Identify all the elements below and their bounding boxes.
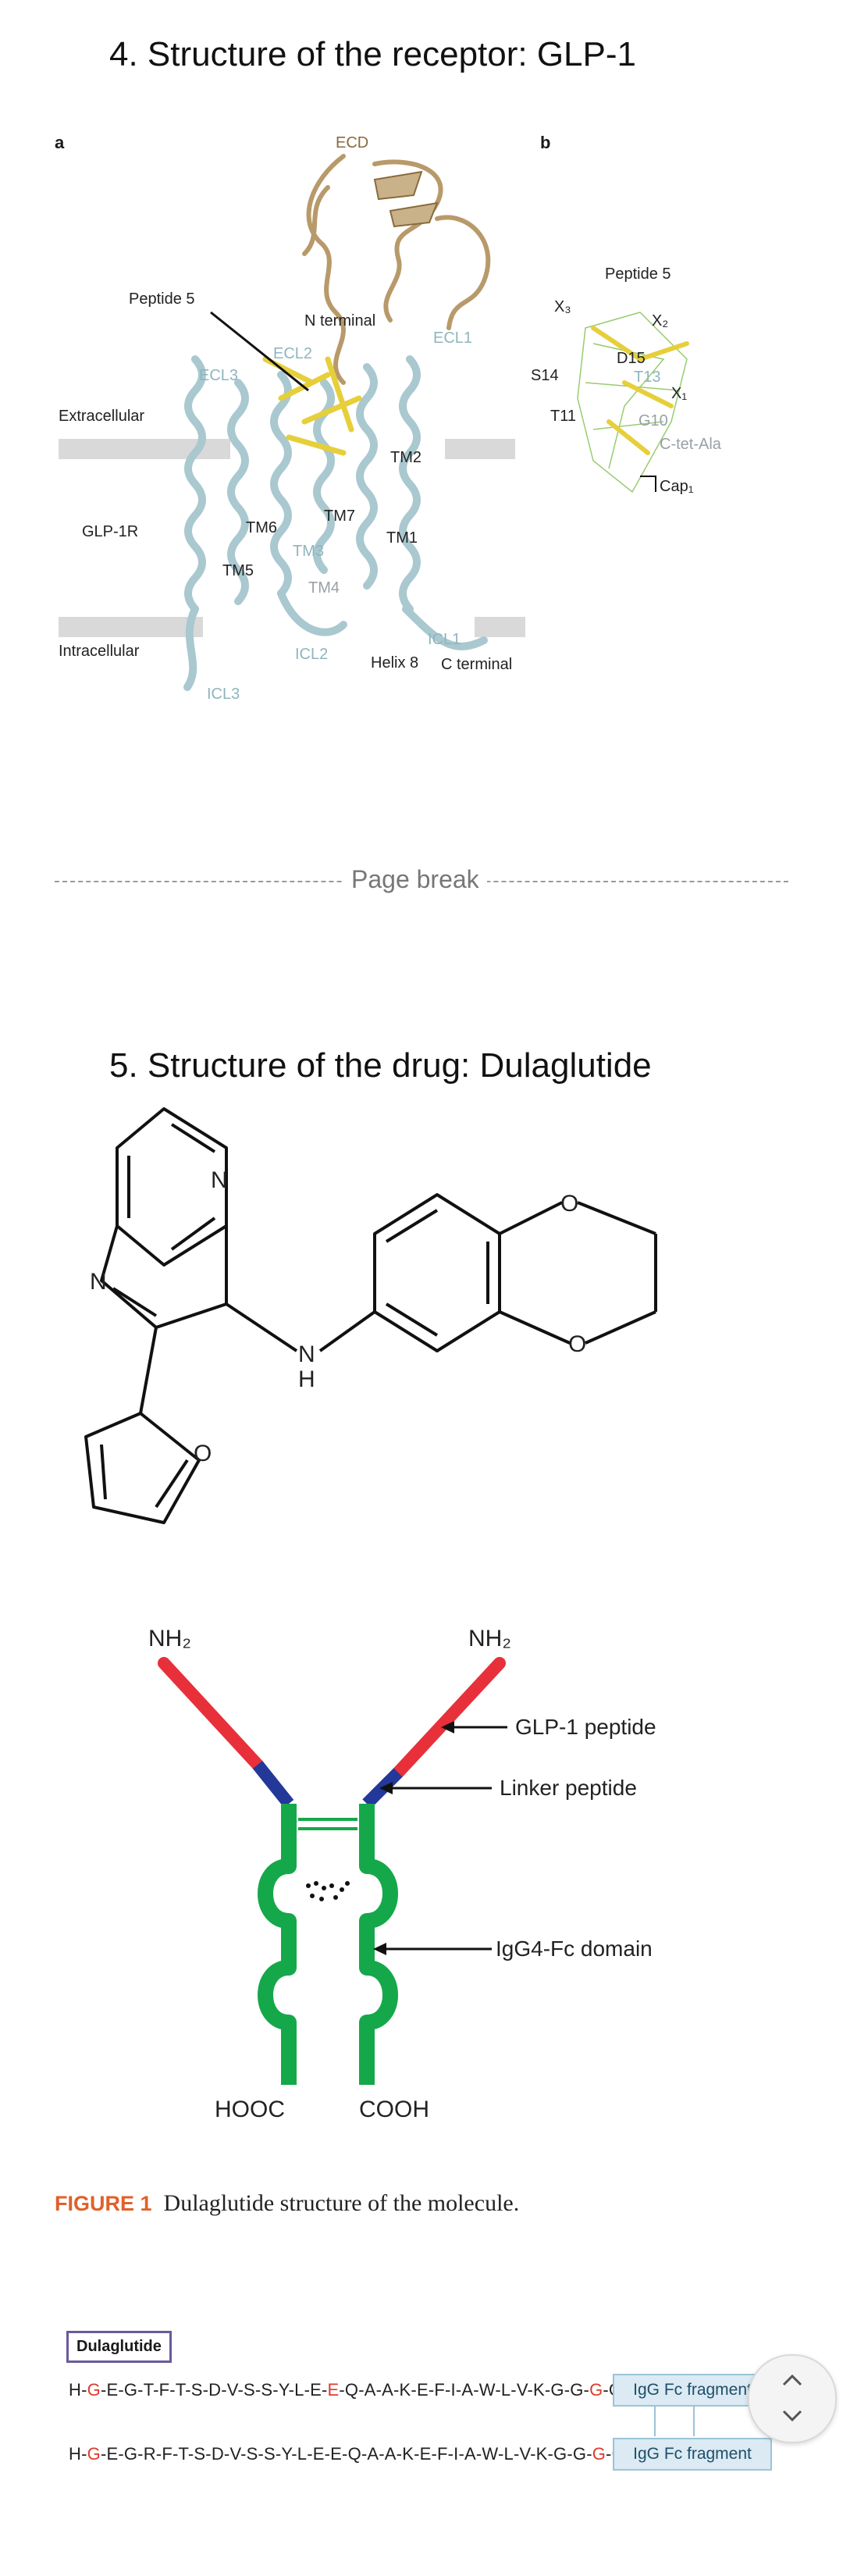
label-fc-domain: IgG4-Fc domain [496, 1936, 653, 1961]
label-b-x2: X₂ [652, 312, 669, 330]
panel-a-letter: a [55, 133, 65, 152]
label-icl1: ICL1 [428, 631, 461, 648]
dulaglutide-diagram: NH₂ NH₂ GLP-1 peptide Linker peptide IgG… [140, 1626, 734, 2155]
label-nh2-right: NH₂ [468, 1626, 511, 1651]
molecule-drawing [84, 1107, 657, 1524]
sequence-segment: G [589, 2380, 603, 2400]
scroll-up-button[interactable] [777, 2368, 808, 2392]
label-n-terminal: N terminal [304, 312, 376, 330]
label-c-terminal: C terminal [441, 656, 513, 673]
label-peptide5: Peptide 5 [129, 290, 195, 308]
atom-nh-n: N [298, 1341, 315, 1367]
label-b-s14: S14 [531, 367, 559, 384]
label-b-t11: T11 [550, 408, 576, 425]
label-extracellular: Extracellular [59, 408, 145, 425]
atom-nh-h: H [298, 1366, 315, 1392]
label-ecl3: ECL3 [199, 367, 239, 384]
label-linker-peptide: Linker peptide [500, 1776, 637, 1800]
scroll-down-button[interactable] [777, 2404, 808, 2428]
label-icl2: ICL2 [295, 646, 329, 663]
chevron-down-icon [782, 2410, 802, 2422]
disulfide-link-2 [693, 2405, 695, 2436]
label-nh2-left: NH₂ [148, 1626, 191, 1651]
label-tm6: TM6 [246, 519, 277, 536]
label-tm2: TM2 [390, 449, 422, 466]
disulfide-link-1 [654, 2405, 656, 2436]
antibody-drawing [158, 1657, 507, 2085]
label-tm5: TM5 [222, 562, 254, 579]
atom-n-bridge: N [90, 1269, 107, 1295]
label-icl3: ICL3 [207, 686, 240, 703]
sequence-segment: -E-G-T-F-T-S-D-V-S-S-Y-L-E- [100, 2380, 328, 2400]
sequence-segment: H- [69, 2444, 87, 2464]
sequence-segment: G [592, 2444, 606, 2464]
label-helix8: Helix 8 [371, 654, 419, 672]
figure-caption-text: Dulaglutide structure of the molecule. [163, 2190, 520, 2216]
sequence-label: Dulaglutide [66, 2331, 172, 2363]
label-ecl2: ECL2 [273, 345, 313, 362]
label-b-d15: D15 [617, 350, 646, 367]
molecule-structure: N N N H O O O [47, 1093, 687, 1593]
label-ecl1: ECL1 [433, 330, 473, 347]
atom-o-top: O [560, 1191, 579, 1217]
sequence-segment: G [87, 2380, 101, 2400]
atom-n-ring: N [211, 1167, 228, 1193]
label-b-g10: G10 [638, 412, 668, 429]
figure-caption: FIGURE 1 Dulaglutide structure of the mo… [55, 2190, 519, 2217]
page-break-label: Page break [343, 865, 487, 894]
label-cooh: COOH [359, 2097, 429, 2122]
label-ecd: ECD [336, 134, 369, 151]
label-glp1-peptide: GLP-1 peptide [515, 1715, 656, 1739]
section-4-title: 4. Structure of the receptor: GLP-1 [109, 35, 636, 73]
label-b-ctet: C-tet-Ala [660, 436, 721, 453]
sequence-segment: -Q-A-A-K-E-F-I-A-W-L-V-K-G-G- [339, 2380, 590, 2400]
label-b-peptide5: Peptide 5 [605, 265, 671, 283]
sequence-segment: G [87, 2444, 101, 2464]
label-b-x3: X₃ [554, 298, 571, 315]
figure-number: FIGURE 1 [55, 2192, 152, 2215]
label-intracellular: Intracellular [59, 643, 140, 660]
atom-o-bottom: O [568, 1331, 587, 1357]
label-tm3: TM3 [293, 543, 324, 560]
sequence-segment: H- [69, 2380, 87, 2400]
label-hooc: HOOC [215, 2097, 285, 2122]
chevron-up-icon [782, 2374, 802, 2386]
label-tm7: TM7 [324, 508, 355, 525]
atom-o-furan: O [194, 1441, 212, 1466]
sequence-line-1: H-G-E-G-T-F-T-S-D-V-S-S-Y-L-E-E-Q-A-A-K-… [69, 2380, 628, 2400]
label-b-cap: Cap₁ [660, 478, 694, 495]
scroll-nav-widget [748, 2354, 837, 2443]
receptor-illustration [59, 154, 689, 691]
receptor-figure: a b ECD Peptide 5 N terminal ECL1 ECL2 E… [47, 125, 765, 718]
label-glp1r: GLP-1R [82, 523, 139, 540]
fc-fragment-2: IgG Fc fragment [613, 2438, 772, 2471]
sequence-segment: -E-G-R-F-T-S-D-V-S-S-Y-L-E-E-Q-A-A-K-E-F… [100, 2444, 592, 2464]
sequence-line-2: H-G-E-G-R-F-T-S-D-V-S-S-Y-L-E-E-Q-A-A-K-… [69, 2444, 631, 2464]
section-5-title: 5. Structure of the drug: Dulaglutide [109, 1046, 652, 1085]
sequence-segment: E [327, 2380, 340, 2400]
panel-b-letter: b [540, 133, 551, 152]
label-tm1: TM1 [386, 529, 418, 547]
label-b-t13: T13 [634, 369, 661, 386]
label-b-x1: X₁ [671, 385, 688, 402]
label-tm4: TM4 [308, 579, 340, 597]
